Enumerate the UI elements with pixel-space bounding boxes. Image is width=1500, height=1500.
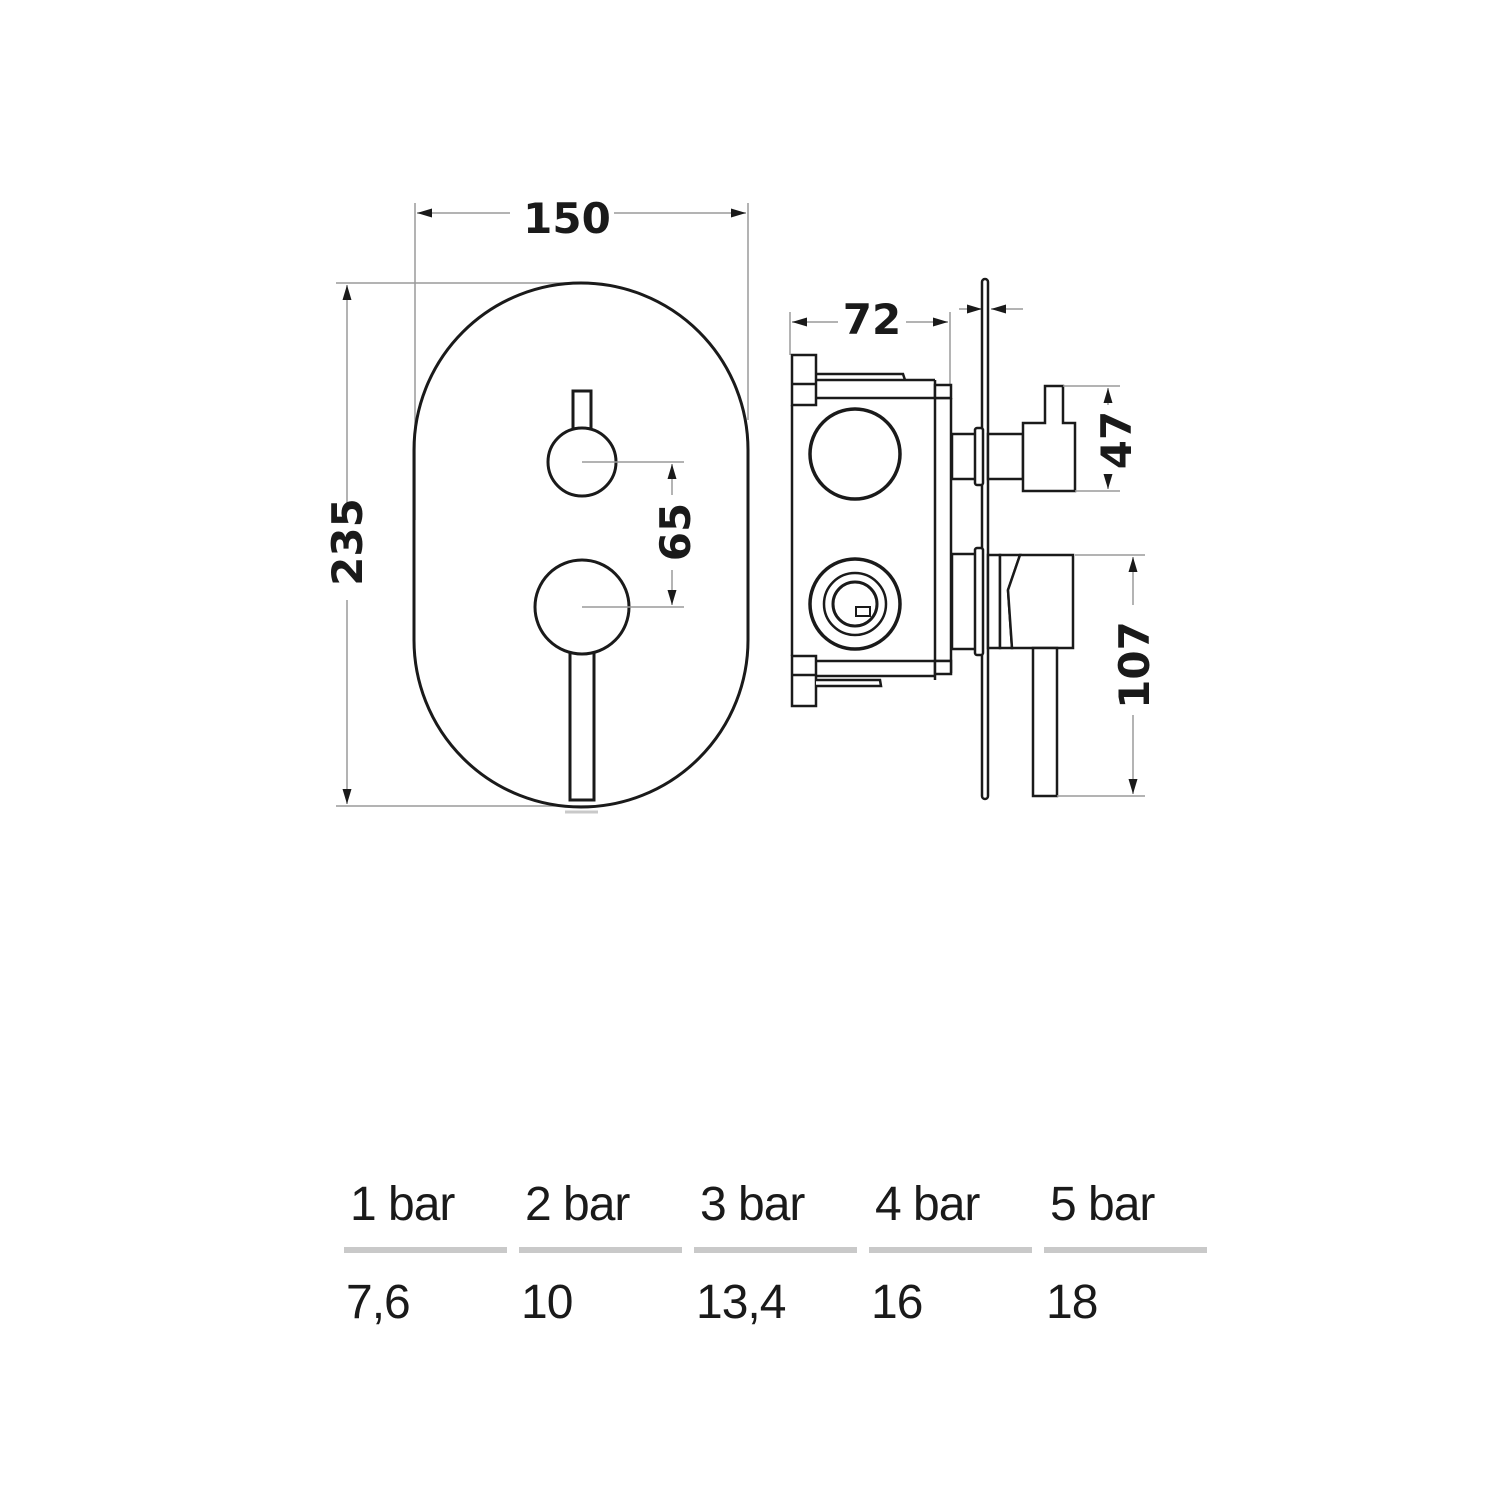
spacing-dimension <box>582 461 684 608</box>
valve-body <box>790 353 953 708</box>
diverter-height-dimension <box>1063 385 1120 492</box>
side-lever <box>950 546 1075 798</box>
flow-column: 5 bar 18 <box>1044 1175 1207 1333</box>
pressure-label: 4 bar <box>875 1178 980 1231</box>
lever-height-dimension <box>1057 554 1145 797</box>
flow-column: 3 bar 13,4 <box>694 1175 857 1333</box>
separator <box>1044 1247 1207 1253</box>
height-dim-label: 235 <box>323 498 372 586</box>
spacing-dim-label: 65 <box>651 503 700 561</box>
lever-height-dim-label: 107 <box>1110 621 1159 709</box>
depth-dimension <box>789 304 1023 385</box>
flow-value: 10 <box>521 1276 573 1329</box>
flow-column: 2 bar 10 <box>519 1175 682 1333</box>
flow-value: 13,4 <box>696 1276 786 1329</box>
pressure-label: 1 bar <box>350 1178 455 1231</box>
depth-dim-label: 72 <box>843 295 901 344</box>
side-diverter <box>950 384 1077 493</box>
side-view: 72 <box>789 277 1159 801</box>
separator <box>519 1247 682 1253</box>
separator <box>694 1247 857 1253</box>
flow-column: 1 bar 7,6 <box>344 1175 507 1333</box>
pressure-label: 3 bar <box>700 1178 805 1231</box>
cover-plate <box>412 281 750 809</box>
side-plate <box>980 277 990 801</box>
width-dim-label: 150 <box>523 194 611 243</box>
separator <box>869 1247 1032 1253</box>
pressure-label: 5 bar <box>1050 1178 1155 1231</box>
pressure-label: 2 bar <box>525 1178 630 1231</box>
front-view: 150 235 65 <box>323 194 750 814</box>
diverter-height-dim-label: 47 <box>1092 411 1141 469</box>
separator <box>344 1247 507 1253</box>
mixer-lever <box>533 558 631 802</box>
diverter-knob <box>546 389 618 498</box>
flow-value: 16 <box>871 1276 923 1329</box>
flow-rate-table: 1 bar 7,6 2 bar 10 3 bar 13,4 4 bar 16 5… <box>344 1175 1207 1333</box>
height-dimension <box>336 282 595 807</box>
flow-value: 18 <box>1046 1276 1098 1329</box>
flow-column: 4 bar 16 <box>869 1175 1032 1333</box>
flow-value: 7,6 <box>346 1276 411 1329</box>
